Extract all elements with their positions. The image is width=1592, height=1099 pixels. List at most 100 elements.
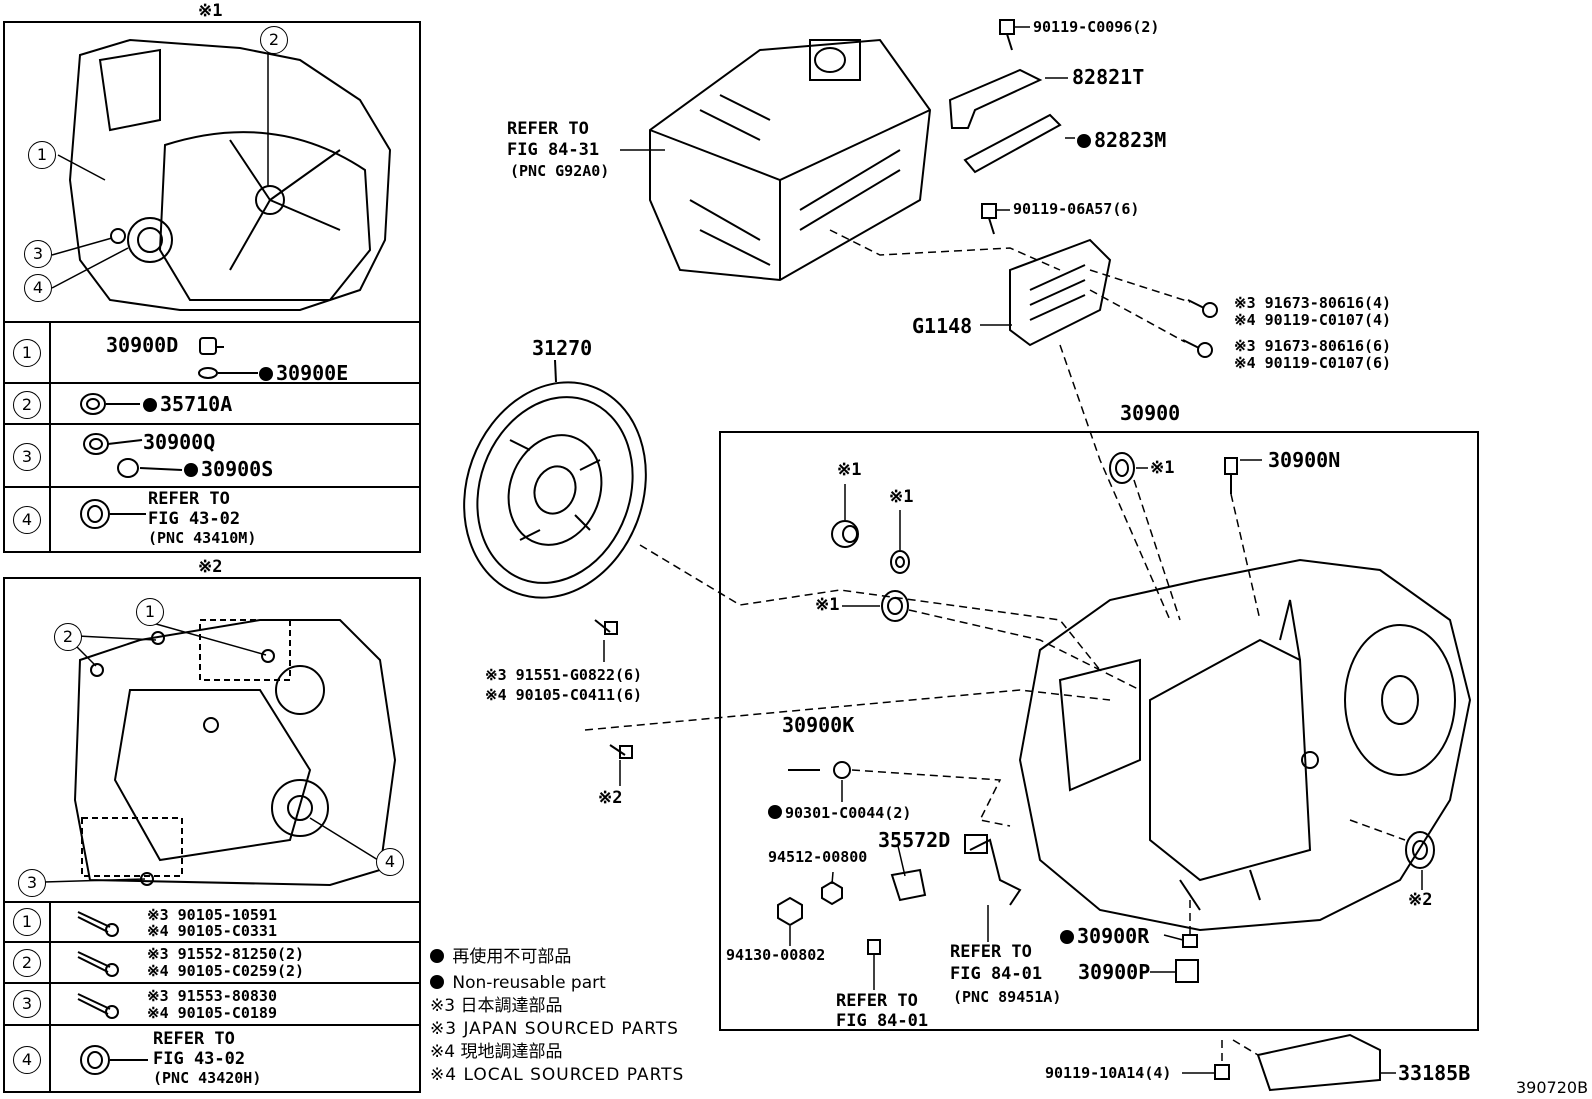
- part-90119-c0096-label: 90119-C0096(2): [1033, 18, 1160, 36]
- transaxle-body: [1018, 558, 1472, 932]
- inverter-assembly: [649, 38, 932, 282]
- box2-row1-num: 1: [13, 908, 41, 936]
- refer-84-01-b-line2: FIG 84-01: [950, 964, 1043, 984]
- part-30900q-label: 30900Q: [143, 430, 216, 454]
- box1-callout-3: 3: [24, 240, 52, 268]
- refer-84-01-b-line3: (PNC 89451A): [953, 988, 1062, 1006]
- part-90119-c0107-6-label: ※4 90119-C0107(6): [1234, 354, 1392, 372]
- box1-refer-line1: REFER TO: [148, 489, 230, 509]
- nonreusable-dot-icon: [1077, 134, 1091, 148]
- legend-nonreusable-en: Non-reusable part: [430, 975, 606, 992]
- part-30900k-label: 30900K: [782, 713, 855, 737]
- box2-refer-line2: FIG 43-02: [153, 1049, 246, 1069]
- part-35710a-label: 35710A: [143, 394, 232, 414]
- box2-row2-japan: ※3 91552-81250(2): [147, 945, 305, 963]
- part-30900r-label: 30900R: [1060, 926, 1149, 946]
- part-g1148-label: G1148: [912, 314, 973, 338]
- part-90119-c0107-4-label: ※4 90119-C0107(4): [1234, 311, 1392, 329]
- box1-refer-line2: FIG 43-02: [148, 509, 241, 529]
- part-90301-text: 90301-C0044(2): [785, 804, 912, 822]
- box1-callout-4: 4: [24, 274, 52, 302]
- refer-g92a0-line2: FIG 84-31: [507, 140, 600, 160]
- x2-label-a: ※2: [598, 788, 623, 808]
- box1-row2-num: 2: [13, 391, 41, 419]
- box1-callout-2: 2: [260, 26, 288, 54]
- x2-label-b: ※2: [1408, 890, 1433, 910]
- clutch-disc: [463, 359, 647, 599]
- part-35572d-label: 35572D: [878, 828, 951, 852]
- x1-label-c: ※1: [815, 595, 840, 615]
- box1-callout-1: 1: [28, 141, 56, 169]
- box2-row3-japan: ※3 91553-80830: [147, 987, 277, 1005]
- part-31270-label: 31270: [532, 336, 593, 360]
- box2-refer-line3: (PNC 43420H): [153, 1069, 262, 1087]
- transaxle-frame: [719, 431, 1479, 1031]
- legend-nonreusable-jp-text: 再使用不可部品: [452, 947, 572, 967]
- part-30900d-label: 30900D: [106, 333, 179, 357]
- refer-84-01-a-line1: REFER TO: [836, 991, 918, 1011]
- box2-callout-1: 1: [136, 598, 164, 626]
- legend-nonreusable-en-text: Non-reusable part: [452, 973, 606, 993]
- box1-refer-line3: (PNC 43410M): [148, 529, 257, 547]
- nonreusable-dot-icon: [184, 463, 198, 477]
- g1148-part: [1009, 238, 1112, 347]
- part-90105-c0411-label: ※4 90105-C0411(6): [485, 686, 643, 704]
- box2-row1-japan: ※3 90105-10591: [147, 906, 277, 924]
- part-82821t-label: 82821T: [1072, 65, 1145, 89]
- part-30900s-label: 30900S: [184, 459, 273, 479]
- box2-row2-num: 2: [13, 949, 41, 977]
- legend-japan-en: ※3 JAPAN SOURCED PARTS: [430, 1019, 679, 1039]
- part-30900s-text: 30900S: [201, 457, 274, 481]
- housing-sketch-2: [73, 619, 397, 887]
- box1-row3-num: 3: [13, 443, 41, 471]
- legend-nonreusable-jp: 再使用不可部品: [430, 949, 571, 966]
- box1-title: ※1: [198, 1, 223, 21]
- box2-callout-2: 2: [54, 623, 82, 651]
- box2-table: [3, 901, 421, 1093]
- x1-label-d: ※1: [1150, 458, 1175, 478]
- part-91551-label: ※3 91551-G0822(6): [485, 666, 643, 684]
- legend-local-en: ※4 LOCAL SOURCED PARTS: [430, 1065, 685, 1085]
- nonreusable-dot-icon: [143, 398, 157, 412]
- part-91673-4-label: ※3 91673-80616(4): [1234, 294, 1392, 312]
- part-82823m-label: 82823M: [1077, 130, 1166, 150]
- part-30900-label: 30900: [1120, 401, 1181, 425]
- box1-frame: [3, 21, 421, 323]
- part-30900e-text: 30900E: [276, 361, 349, 385]
- legend-local-jp: ※4 現地調達部品: [430, 1042, 563, 1062]
- box2-row1-local: ※4 90105-C0331: [147, 922, 277, 940]
- box1-table: [3, 321, 421, 553]
- part-94130-label: 94130-00802: [726, 946, 826, 964]
- nonreusable-dot-icon: [1060, 930, 1074, 944]
- nonreusable-dot-icon: [259, 367, 273, 381]
- part-30900r-text: 30900R: [1077, 924, 1150, 948]
- box2-callout-3: 3: [18, 869, 46, 897]
- part-30900e-label: 30900E: [259, 363, 348, 383]
- box2-title: ※2: [198, 557, 223, 577]
- refer-84-01-a-line2: FIG 84-01: [836, 1011, 929, 1031]
- legend-japan-jp: ※3 日本調達部品: [430, 996, 563, 1016]
- part-90119-06a57-label: 90119-06A57(6): [1013, 200, 1140, 218]
- box2-row4-num: 4: [13, 1046, 41, 1074]
- part-90301-label: 90301-C0044(2): [768, 805, 911, 821]
- box2-row2-local: ※4 90105-C0259(2): [147, 962, 305, 980]
- box1-row1-num: 1: [13, 339, 41, 367]
- refer-g92a0-line3: (PNC G92A0): [510, 162, 610, 180]
- nonreusable-dot-icon: [430, 975, 444, 989]
- part-35710a-text: 35710A: [160, 392, 233, 416]
- part-30900p-label: 30900P: [1078, 960, 1151, 984]
- x1-label-a: ※1: [837, 460, 862, 480]
- part-30900n-label: 30900N: [1268, 448, 1341, 472]
- part-94512-label: 94512-00800: [768, 848, 868, 866]
- part-33185b-label: 33185B: [1398, 1061, 1471, 1085]
- figure-code: 390720B: [1516, 1078, 1589, 1097]
- part-90119-10a14-label: 90119-10A14(4): [1045, 1064, 1172, 1082]
- x1-label-b: ※1: [889, 487, 914, 507]
- part-91673-6-label: ※3 91673-80616(6): [1234, 337, 1392, 355]
- refer-g92a0-line1: REFER TO: [507, 119, 589, 139]
- housing-sketch-1: [68, 38, 392, 311]
- box2-callout-4: 4: [376, 848, 404, 876]
- box2-row3-num: 3: [13, 990, 41, 1018]
